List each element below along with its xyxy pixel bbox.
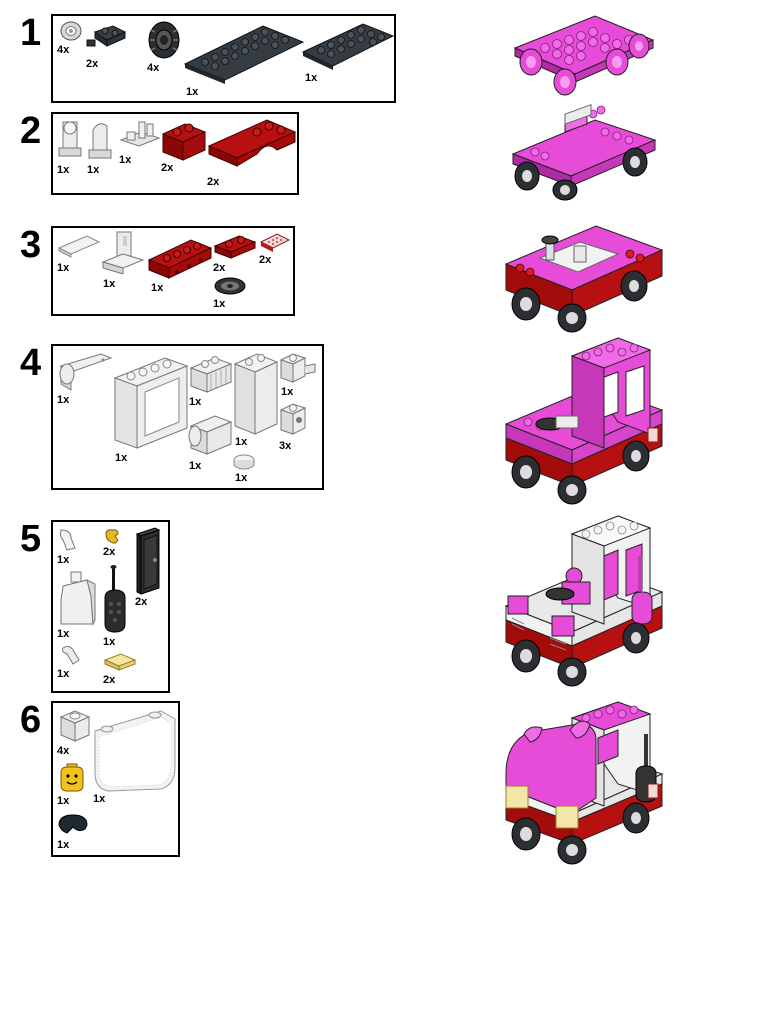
part-quantity: 1x: [103, 636, 116, 648]
part-quantity: 2x: [161, 162, 174, 174]
windscreen-part: [91, 707, 179, 793]
part-quantity: 1x: [235, 472, 248, 484]
part-quantity: 4x: [147, 62, 160, 74]
step-number-5: 5: [20, 518, 42, 560]
brick-clip-part: [279, 350, 319, 386]
tile-yellow-part: [103, 652, 137, 672]
brick-1x1-white-part: [59, 709, 91, 743]
step-number-1: 1: [20, 12, 42, 54]
part-quantity: 1x: [115, 452, 128, 464]
model-step-5: [500, 514, 666, 692]
part-quantity: 1x: [57, 262, 70, 274]
part-quantity: 1x: [103, 278, 116, 290]
minifig-head-part: [59, 763, 85, 793]
hair-black-part: [57, 813, 89, 835]
part-quantity: 1x: [57, 394, 70, 406]
mudguard-plate-red-part: [207, 116, 297, 168]
wheel-holder-plate-part: [86, 24, 127, 52]
parts-list-step-1: 4x 2x 4x 1x 1x: [51, 14, 396, 103]
parts-list-step-3: 1x 1x 1x 2x 2x 1x: [51, 226, 295, 316]
steering-wheel-part: [213, 276, 247, 296]
wheel-hub-part: [59, 20, 83, 42]
part-quantity: 2x: [213, 262, 226, 274]
plate-2x8-part: [183, 22, 305, 84]
part-quantity: 2x: [103, 546, 116, 558]
step-number-2: 2: [20, 110, 42, 152]
plate-1x2-red-part: [213, 232, 257, 260]
brick-1x2-red-part: [161, 118, 207, 162]
part-quantity: 1x: [189, 460, 202, 472]
slope-ribbed-part: [189, 352, 233, 394]
part-quantity: 1x: [235, 436, 248, 448]
part-quantity: 2x: [207, 176, 220, 188]
part-quantity: 1x: [119, 154, 132, 166]
part-quantity: 4x: [57, 745, 70, 757]
part-quantity: 1x: [57, 628, 70, 640]
part-quantity: 1x: [305, 72, 318, 84]
arm-left-part: [57, 528, 77, 552]
step-number-6: 6: [20, 699, 42, 741]
part-quantity: 2x: [86, 58, 99, 70]
model-step-4: [500, 337, 666, 514]
headlight-brick-a-part: [58, 118, 83, 158]
part-quantity: 3x: [279, 440, 292, 452]
headlight-brick-b-part: [88, 118, 113, 160]
grille-tile-part: [259, 232, 291, 254]
part-quantity: 1x: [281, 386, 294, 398]
part-quantity: 1x: [57, 795, 70, 807]
arm-right-part: [59, 644, 81, 666]
hinge-panel-part: [57, 352, 113, 392]
part-quantity: 1x: [93, 793, 106, 805]
phone-black-part: [101, 564, 129, 634]
plate-2x6-part: [301, 20, 395, 70]
part-quantity: 4x: [57, 44, 70, 56]
part-quantity: 1x: [151, 282, 164, 294]
step-number-4: 4: [20, 342, 42, 384]
part-quantity: 1x: [57, 164, 70, 176]
plate-2x4-red-part: [147, 232, 213, 280]
tire-part: [147, 20, 181, 60]
seat-white-part: [101, 230, 145, 276]
panel-tall-part: [233, 350, 279, 436]
parts-list-step-5: 1x 2x 2x 1x 1x 1x 2x: [51, 520, 170, 693]
part-quantity: 2x: [103, 674, 116, 686]
step-number-3: 3: [20, 224, 42, 266]
parts-list-step-6: 4x 1x 1x 1x: [51, 701, 180, 857]
window-frame-part: [113, 350, 189, 450]
part-quantity: 1x: [57, 668, 70, 680]
part-quantity: 1x: [57, 839, 70, 851]
part-quantity: 2x: [259, 254, 272, 266]
parts-list-step-2: 1x 1x 1x 2x 2x: [51, 112, 299, 195]
model-step-2: [505, 104, 661, 201]
part-quantity: 1x: [87, 164, 100, 176]
hinge-brick-part: [187, 410, 233, 456]
model-step-1: [505, 8, 661, 104]
model-step-3: [500, 218, 666, 336]
parts-list-step-4: 1x 1x 1x 1x 1x 1x 3x 1x: [51, 344, 324, 490]
brick-round-hole-part: [279, 402, 309, 436]
hand-yellow-part: [103, 528, 121, 546]
round-tile-part: [233, 454, 255, 470]
part-quantity: 1x: [213, 298, 226, 310]
lever-base-part: [119, 120, 161, 154]
part-quantity: 1x: [57, 554, 70, 566]
torso-white-part: [57, 570, 97, 626]
tile-1x2-white-part: [57, 234, 101, 258]
door-black-part: [133, 526, 163, 596]
part-quantity: 1x: [186, 86, 199, 98]
part-quantity: 2x: [135, 596, 148, 608]
model-step-6: [500, 701, 666, 868]
part-quantity: 1x: [189, 396, 202, 408]
